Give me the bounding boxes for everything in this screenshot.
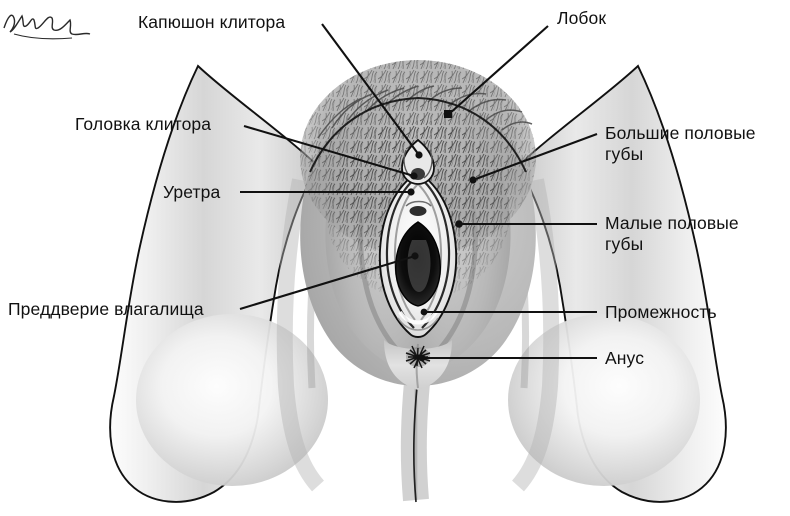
leader-dot-perineum xyxy=(420,308,428,316)
leader-mons-pubis xyxy=(448,25,549,115)
labia-minora-right xyxy=(417,175,451,329)
label-clitoral-hood: Капюшон клитора xyxy=(138,12,286,32)
label-anus: Анус xyxy=(605,348,645,368)
leader-dot-glans-clitoris xyxy=(410,172,418,180)
left-inner-thigh-shading xyxy=(276,178,325,492)
artist-signature xyxy=(3,14,91,40)
label-labia-majora: Большие половые губы xyxy=(605,123,756,164)
fourchette xyxy=(397,317,439,331)
perineum xyxy=(384,340,452,390)
leader-dot-labia-minora xyxy=(455,220,463,228)
leader-dot-urethra xyxy=(407,188,415,196)
urethra-fold xyxy=(405,200,432,207)
leader-dot-labia-majora xyxy=(469,176,477,184)
leader-dot-clitoral-hood xyxy=(415,151,423,159)
label-mons-pubis: Лобок xyxy=(557,8,607,28)
fourchette-highlight xyxy=(398,310,438,325)
minora-right-inner xyxy=(417,183,443,321)
leader-dot-mons-pubis xyxy=(444,110,452,118)
label-vestibule: Преддверие влагалища xyxy=(8,299,204,319)
leader-clitoral-hood xyxy=(321,23,420,156)
right-inner-thigh-shading xyxy=(511,178,560,492)
left-buttock xyxy=(136,314,328,486)
mons-contour xyxy=(309,96,527,173)
label-labia-minora: Малые половые губы xyxy=(605,213,739,254)
label-perineum: Промежность xyxy=(605,302,717,322)
label-urethra: Уретра xyxy=(163,182,221,202)
label-glans-clitoris: Головка клитора xyxy=(75,114,212,134)
leader-vestibule xyxy=(239,254,416,311)
leader-glans-clitoris xyxy=(243,124,415,178)
hood-folds xyxy=(403,149,433,179)
leader-labia-majora xyxy=(472,133,598,181)
hair-wisps-top xyxy=(317,85,533,139)
minora-left-inner xyxy=(393,183,419,321)
urethral-opening xyxy=(409,206,427,216)
leader-dot-vestibule xyxy=(411,252,419,260)
leader-dot-anus xyxy=(418,354,426,362)
